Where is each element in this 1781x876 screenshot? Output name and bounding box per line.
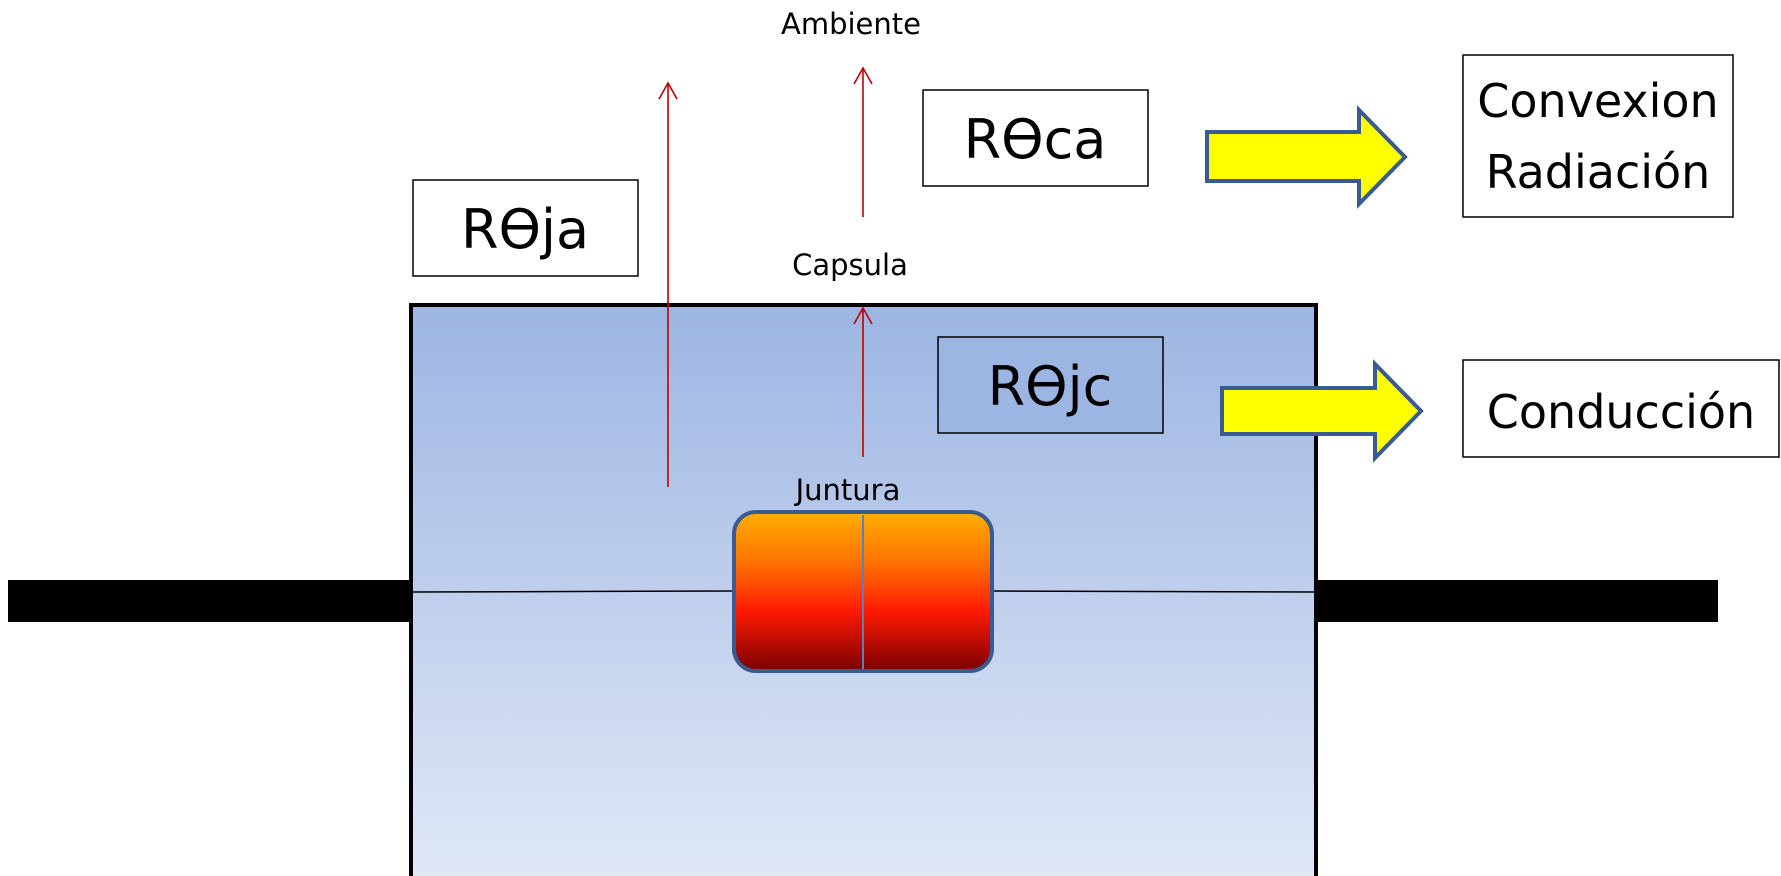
box-conduction: Conducción bbox=[1462, 359, 1780, 458]
r-ca-label: Rϴca bbox=[964, 108, 1107, 171]
box-r-ca: Rϴca bbox=[922, 89, 1149, 187]
box-r-ja: Rϴja bbox=[412, 179, 639, 277]
label-ambiente: Ambiente bbox=[781, 7, 921, 41]
block-arrow-conduction bbox=[1220, 359, 1424, 463]
arrow-case-to-ambient bbox=[853, 66, 873, 217]
block-arrow-convection bbox=[1205, 105, 1408, 209]
box-convection-radiation: Convexion Radiación bbox=[1462, 54, 1734, 218]
left-lead bbox=[8, 580, 412, 622]
internal-wire-right bbox=[991, 590, 1315, 593]
label-juntura: Juntura bbox=[794, 473, 901, 507]
arrow-junction-to-ambient bbox=[658, 81, 678, 487]
radiation-label: Radiación bbox=[1486, 145, 1711, 199]
r-jc-label: Rϴjc bbox=[988, 355, 1113, 418]
r-ja-label: Rϴja bbox=[461, 198, 589, 261]
box-r-jc: Rϴjc bbox=[937, 336, 1164, 434]
arrow-junction-to-case bbox=[853, 306, 873, 457]
internal-wire-left bbox=[410, 590, 736, 593]
right-lead bbox=[1312, 580, 1718, 622]
conduction-label: Conducción bbox=[1487, 385, 1755, 439]
label-capsula: Capsula bbox=[792, 248, 908, 282]
convection-label: Convexion bbox=[1477, 74, 1718, 128]
